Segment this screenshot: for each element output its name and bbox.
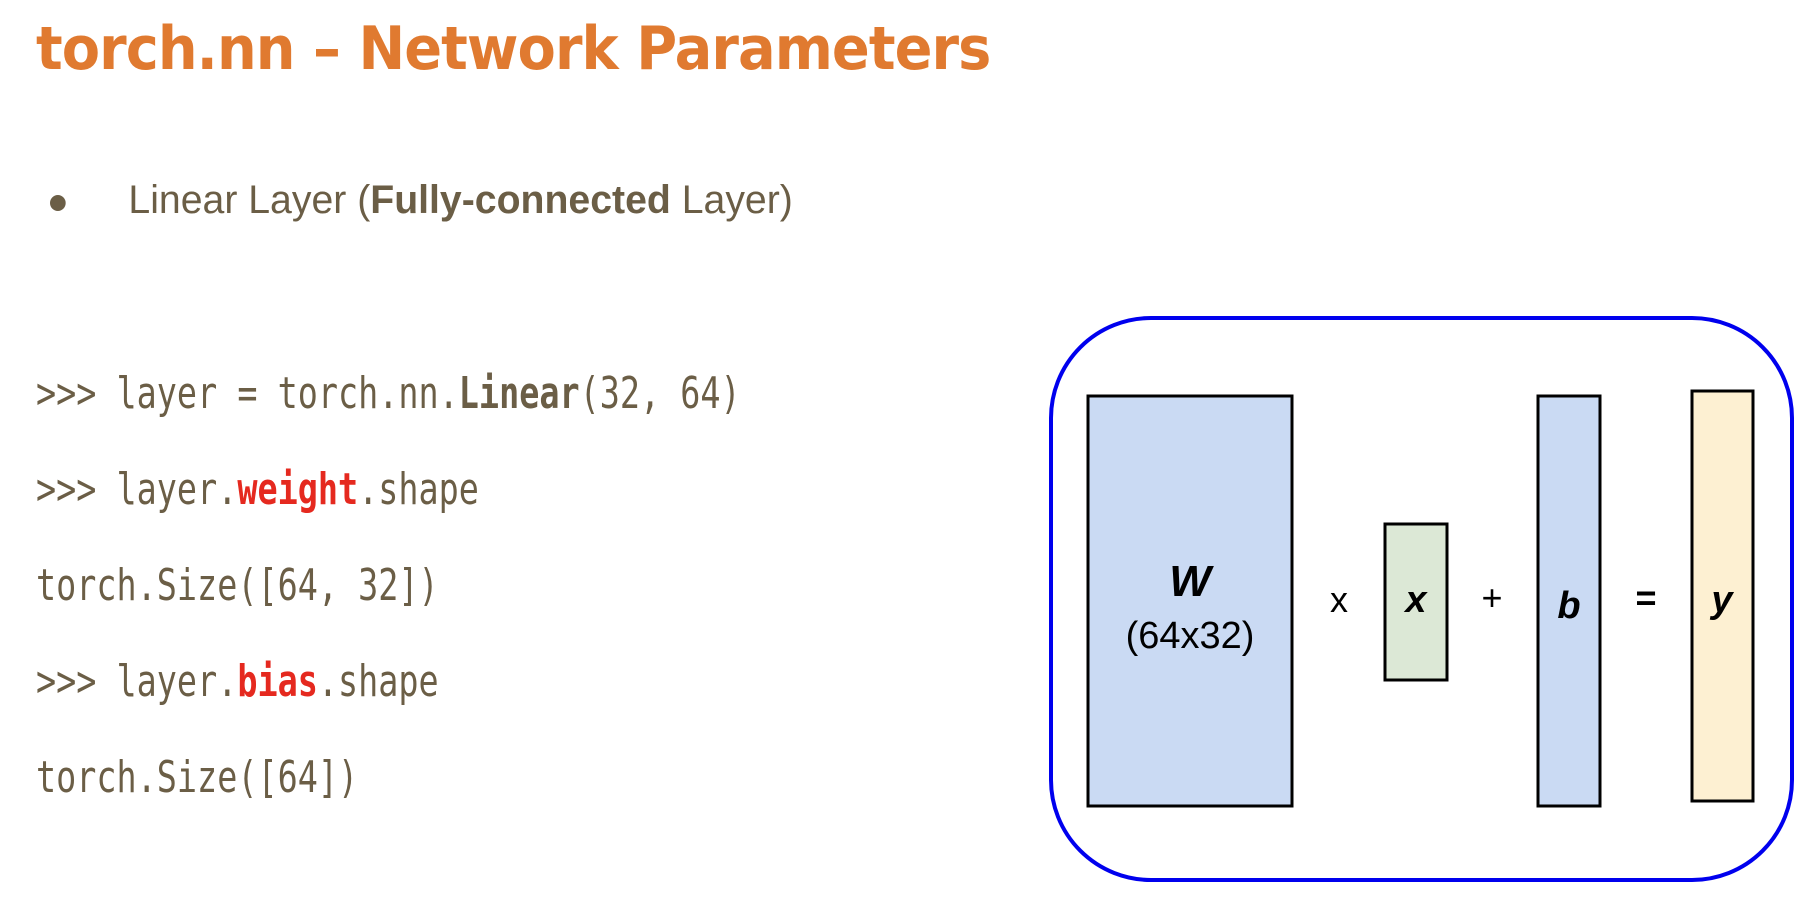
code-text: layer. [116, 656, 238, 707]
output-vector-label: y [1709, 579, 1734, 621]
weight-matrix-box [1086, 394, 1294, 808]
code-line-5: torch.Size([64]) [36, 756, 358, 800]
bullet-text: Linear Layer (Fully-connected Layer) [128, 178, 792, 223]
code-output: torch.Size([64]) [36, 752, 359, 803]
code-keyword-linear: Linear [458, 368, 580, 419]
bullet-bold-term: Fully-connected [370, 178, 671, 222]
code-line-1: >>> layer = torch.nn.Linear(32, 64) [36, 372, 741, 416]
code-text: .shape [317, 656, 439, 707]
equals-operator: = [1635, 577, 1656, 618]
bullet-dot-icon [50, 194, 66, 211]
code-text: .shape [358, 464, 479, 515]
code-prompt: >>> [36, 368, 117, 419]
code-prompt: >>> [36, 464, 117, 515]
output-vector-box [1690, 389, 1755, 803]
bullet-suffix: Layer) [670, 178, 793, 222]
code-prompt: >>> [36, 656, 117, 707]
code-line-4: >>> layer.bias.shape [36, 660, 439, 704]
multiply-operator: x [1330, 579, 1348, 620]
code-highlight-weight: weight [237, 464, 359, 515]
input-vector-box [1383, 522, 1449, 682]
code-highlight-bias: bias [237, 656, 318, 707]
bias-vector-box [1536, 394, 1602, 808]
code-text: (32, 64) [579, 368, 741, 419]
code-line-2: >>> layer.weight.shape [36, 468, 479, 512]
plus-operator: + [1481, 577, 1502, 618]
code-line-3: torch.Size([64, 32]) [36, 564, 439, 608]
bullet-prefix: Linear Layer ( [128, 178, 371, 222]
bias-vector-label: b [1557, 585, 1580, 627]
weight-matrix-label: W [1169, 557, 1214, 606]
weight-matrix-dims: (64x32) [1126, 615, 1255, 657]
slide-title: torch.nn – Network Parameters [36, 14, 991, 84]
code-text: layer = torch.nn. [116, 368, 459, 419]
diagram-frame [1049, 316, 1794, 882]
code-text: layer. [116, 464, 238, 515]
code-output: torch.Size([64, 32]) [36, 560, 439, 611]
input-vector-label: x [1403, 579, 1428, 621]
bullet-item: Linear Layer (Fully-connected Layer) [50, 178, 793, 223]
